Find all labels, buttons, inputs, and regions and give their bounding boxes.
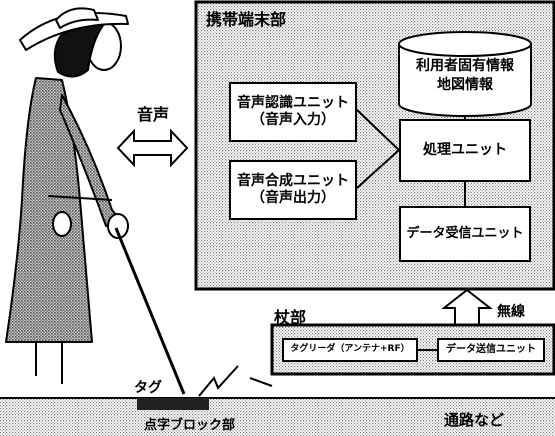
person-right-hand	[107, 213, 129, 239]
speech-recognition-line1: 音声認識ユニット	[237, 94, 349, 111]
hat-brim	[19, 12, 129, 51]
braille-block-label: 点字ブロック部	[144, 418, 236, 433]
person-coat	[5, 77, 93, 343]
ground-label: 通路など	[444, 411, 505, 429]
voice-label: 音声	[137, 105, 170, 124]
speech-synthesis-unit: 音声合成ユニット （音声出力）	[229, 160, 357, 220]
speech-recognition-unit: 音声認識ユニット （音声入力）	[229, 82, 357, 142]
database-label-line1: 利用者固有情報	[416, 58, 514, 74]
wireless-label: 無線	[497, 304, 525, 320]
hat-crown	[55, 7, 99, 29]
speech-synthesis-line2: （音声出力）	[251, 190, 335, 206]
database-cylinder	[398, 31, 532, 117]
radio-signal-zigzag	[198, 365, 239, 397]
tag-reader-unit: タグリーダ（アンテナ+RF）	[282, 338, 418, 362]
data-receiver-label: データ受信ユニット	[406, 225, 524, 241]
speech-recognition-line2: （音声入力）	[251, 112, 335, 128]
recognition-to-processing-line	[356, 109, 400, 151]
processing-unit-label: 処理ユニット	[423, 141, 507, 158]
person-left-hand	[52, 211, 72, 237]
data-transmitter-unit: データ送信ユニット	[437, 338, 545, 362]
tag-reader-label: タグリーダ（アンテナ+RF）	[290, 344, 410, 355]
terminal-unit-title: 携帯端末部	[206, 10, 287, 29]
tag-label: タグ	[134, 380, 162, 396]
cane-unit-title: 杖部	[274, 308, 307, 327]
voice-double-arrow	[116, 128, 189, 168]
braille-block	[137, 398, 209, 410]
speech-synthesis-line1: 音声合成ユニット	[237, 172, 349, 189]
processing-unit: 処理ユニット	[399, 119, 531, 182]
radio-signal-dash	[249, 377, 273, 387]
white-cane	[114, 227, 186, 395]
database-label: 利用者固有情報 地図情報	[399, 57, 531, 95]
data-receiver-unit: データ受信ユニット	[399, 206, 531, 262]
ground-strip	[0, 397, 555, 436]
data-transmitter-label: データ送信ユニット	[446, 343, 536, 355]
database-label-line2: 地図情報	[437, 76, 493, 93]
synthesis-to-processing-line	[356, 149, 400, 189]
person-belt	[47, 195, 113, 201]
person-figure	[5, 7, 129, 384]
